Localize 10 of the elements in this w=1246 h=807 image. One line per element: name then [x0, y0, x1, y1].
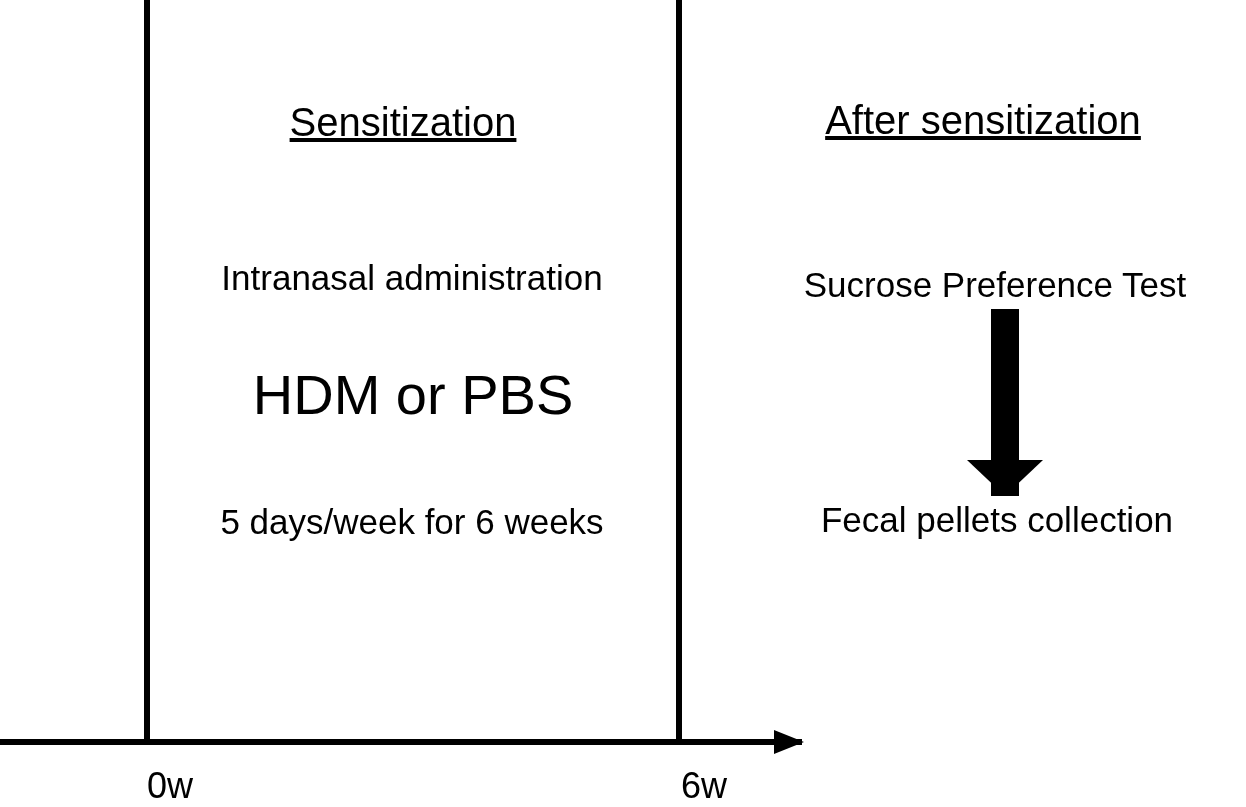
procedure-text: Intranasal administration	[221, 258, 603, 298]
phase-heading: Sensitization	[289, 100, 517, 144]
phase-heading: After sensitization	[825, 98, 1141, 142]
step-text: Fecal pellets collection	[820, 500, 1174, 540]
step-text: Sucrose Preference Test	[803, 265, 1187, 305]
treatment-text: HDM or PBS	[252, 364, 574, 426]
block-arrow	[967, 309, 1043, 496]
tick-label: 6w	[681, 766, 727, 806]
tick-label: 0w	[147, 766, 193, 806]
schedule-text: 5 days/week for 6 weeks	[220, 502, 604, 542]
